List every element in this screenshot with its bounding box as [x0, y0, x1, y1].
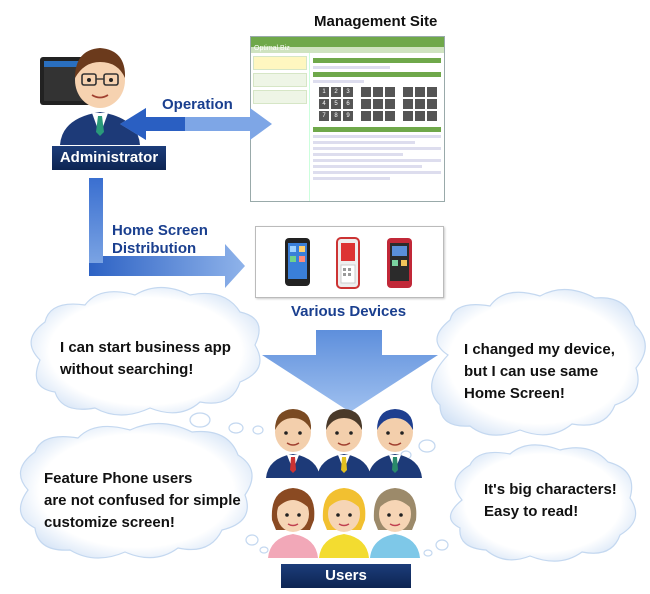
cloud-bubble-2: [400, 288, 646, 460]
home-screen-line-1: Home Screen: [112, 222, 208, 239]
feature-phone-icon: [336, 237, 360, 289]
various-devices-label: Various Devices: [291, 303, 407, 320]
bubble-3-line-3: customize screen!: [44, 514, 175, 531]
smartphone-icon-1: [285, 238, 310, 286]
bubble-2-line-1: I changed my device,: [464, 341, 615, 358]
users-label: Users: [281, 564, 411, 588]
administrator-label-text: Administrator: [59, 149, 159, 166]
user-woman-icon-3: [370, 488, 420, 558]
cloud-bubble-4: [423, 444, 637, 562]
operation-arrow-icon: [120, 108, 272, 140]
cloud-bubble-1: [30, 286, 264, 435]
bubble-text-3: Feature Phone users are not confused for…: [44, 468, 241, 534]
bubble-2-line-3: Home Screen!: [464, 385, 565, 402]
bubble-3-line-1: Feature Phone users: [44, 470, 193, 487]
bubble-3-line-2: are not confused for simple: [44, 492, 241, 509]
management-site-sidebar: [251, 53, 310, 201]
bubble-text-4: It's big characters! Easy to read!: [484, 479, 617, 523]
bubble-4-line-2: Easy to read!: [484, 503, 579, 520]
administrator-icon: [60, 48, 140, 145]
user-man-icon-1: [266, 409, 320, 478]
bubble-text-2: I changed my device, but I can use same …: [464, 339, 615, 405]
keypad-grid-2: [361, 87, 395, 121]
bubble-text-1: I can start business app without searchi…: [60, 337, 231, 381]
down-arrow-icon: [262, 330, 438, 412]
home-screen-line-2: Distribution: [112, 240, 197, 257]
home-screen-distribution-label: Home Screen Distribution: [112, 222, 208, 258]
keypad-grid-3: [403, 87, 437, 121]
devices-box: [255, 226, 444, 298]
bubble-4-line-1: It's big characters!: [484, 481, 617, 498]
users-label-text: Users: [325, 567, 367, 584]
administrator-label: Administrator: [52, 146, 166, 170]
user-man-icon-2: [317, 409, 371, 478]
operation-label: Operation: [162, 96, 233, 113]
bubble-2-line-2: but I can use same: [464, 363, 599, 380]
user-woman-icon-2: [319, 488, 369, 558]
bubble-1-line-2: without searching!: [60, 361, 194, 378]
bubble-1-line-1: I can start business app: [60, 339, 231, 356]
smartphone-icon-2: [387, 238, 412, 288]
app-name: Optimal Biz: [254, 45, 290, 52]
user-woman-icon-1: [268, 488, 318, 558]
management-site-header: Optimal Biz: [251, 37, 444, 52]
cloud-bubble-3: [19, 422, 269, 559]
user-man-icon-3: [368, 409, 422, 478]
management-site-title: Management Site: [314, 13, 438, 30]
distribution-arrow-icon: [89, 178, 245, 288]
